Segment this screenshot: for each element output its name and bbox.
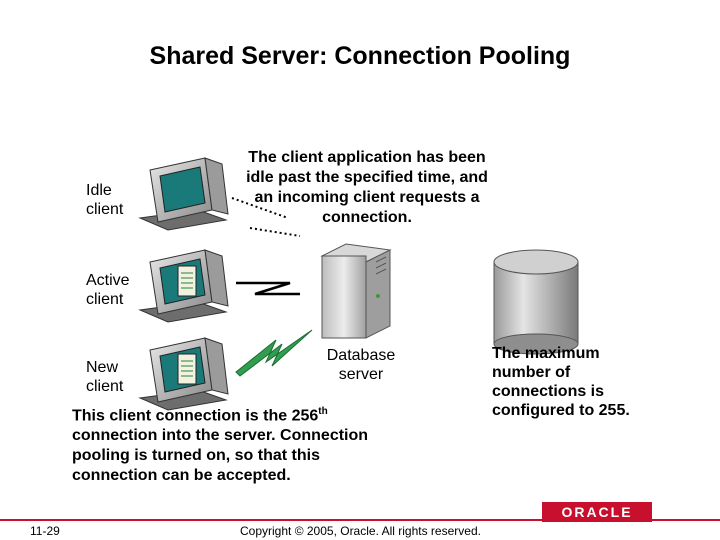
- idle-client-label-line2: client: [86, 201, 124, 218]
- copyright-text: Copyright © 2005, Oracle. All rights res…: [240, 524, 481, 538]
- svg-text:ORACLE: ORACLE: [561, 504, 632, 520]
- active-client-label: Active client: [86, 271, 130, 309]
- connection-256-callout-line3: pooling is turned on, so that this: [72, 447, 320, 465]
- connection-256-callout-line4: connection can be accepted.: [72, 467, 291, 485]
- footer-divider: [0, 519, 720, 521]
- active-client-computer-icon: [138, 249, 229, 323]
- idle-timeout-callout-line4: connection.: [322, 209, 412, 226]
- idle-connection-dotted-line: [231, 197, 301, 237]
- max-connections-callout-line4: configured to 255.: [492, 402, 630, 419]
- connection-256-callout: This client connection is the 256th conn…: [72, 402, 432, 486]
- connection-256-callout-line1: This client connection is the 256th: [72, 402, 432, 426]
- slide-number: 11-29: [30, 524, 60, 538]
- ordinal-suffix: th: [318, 406, 328, 417]
- connection-256-callout-line1-text: This client connection is the 256: [72, 407, 319, 425]
- idle-client-label-line1: Idle: [86, 182, 112, 199]
- max-connections-callout-line3: connections is: [492, 383, 605, 400]
- database-cylinder-icon: [493, 249, 579, 355]
- max-connections-callout-line1: The maximum: [492, 345, 600, 362]
- active-connection-line: [236, 281, 300, 296]
- max-connections-callout-line2: number of: [492, 364, 571, 381]
- idle-timeout-callout-line1: The client application has been: [248, 149, 486, 166]
- database-server-label-line1: Database: [326, 347, 396, 364]
- new-client-label-line2: client: [86, 378, 124, 395]
- idle-timeout-callout-line2: idle past the specified time, and: [246, 169, 488, 186]
- new-client-computer-icon: [138, 337, 229, 411]
- idle-client-label: Idle client: [86, 181, 123, 219]
- max-connections-callout: The maximum number of connections is con…: [492, 344, 692, 420]
- oracle-logo: ORACLE: [542, 502, 652, 522]
- database-server-label-line2: server: [338, 366, 384, 383]
- database-server-label: Database server: [316, 346, 406, 384]
- new-client-label-line1: New: [86, 359, 119, 376]
- active-client-label-line1: Active: [86, 272, 130, 289]
- slide-title: Shared Server: Connection Pooling: [149, 42, 571, 70]
- active-client-label-line2: client: [86, 291, 124, 308]
- connection-256-callout-line2: connection into the server. Connection: [72, 427, 369, 445]
- new-client-label: New client: [86, 358, 123, 396]
- database-server-icon: [320, 243, 392, 339]
- new-connection-line: [235, 329, 313, 377]
- idle-timeout-callout-line3: an incoming client requests a: [254, 189, 480, 206]
- idle-timeout-callout: The client application has been idle pas…: [222, 148, 512, 228]
- idle-client-computer-icon: [138, 157, 229, 231]
